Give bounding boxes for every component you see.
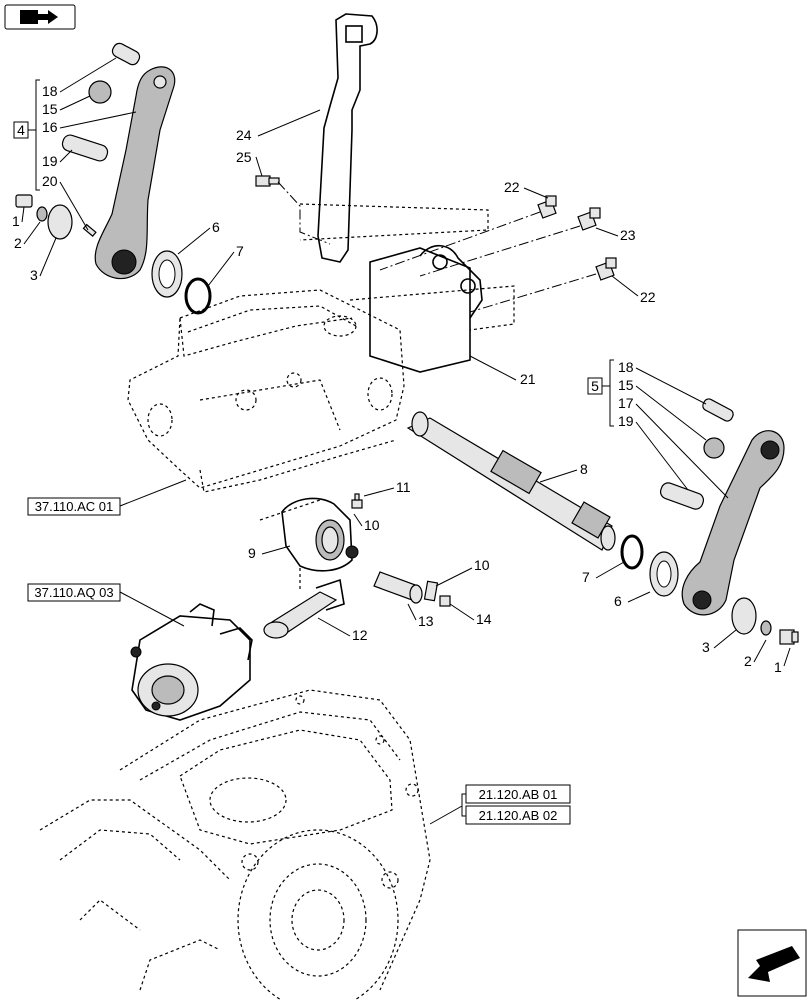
washer-2-right [760, 620, 772, 636]
callout-15-right: 15 [618, 377, 634, 393]
washer-3-right [731, 597, 757, 635]
callout-8: 8 [580, 461, 588, 477]
bolt-1-right [779, 629, 799, 645]
callout-1-right: 1 [774, 659, 782, 675]
left-lift-arm-group [15, 42, 212, 315]
rear-axle-housing [39, 689, 431, 1000]
bolt-14 [439, 595, 451, 607]
callout-24: 24 [236, 127, 252, 143]
group-label-5: 5 [591, 378, 599, 394]
callout-17: 17 [618, 395, 634, 411]
reference-box-37-110-aq-03[interactable]: 37.110.AQ 03 [27, 583, 121, 602]
bolt-22-bottom [595, 257, 617, 281]
cylinder-9 [259, 497, 359, 590]
reference-21-120-ab-02: 21.120.AB 02 [479, 808, 558, 823]
callout-22-top: 22 [504, 179, 520, 195]
callout-1-left: 1 [12, 213, 20, 229]
callout-25: 25 [236, 149, 252, 165]
oring-7-right [620, 534, 644, 570]
bracket-21: 21 [299, 203, 536, 387]
arm-bore-left [111, 249, 137, 275]
callout-22-bottom: 22 [640, 289, 656, 305]
lift-housing [127, 289, 405, 493]
washer-2-left [36, 206, 48, 222]
bolt-22-top [537, 195, 557, 219]
bolt-23 [577, 207, 601, 231]
bolt-25 [255, 175, 280, 187]
callout-7-right: 7 [582, 569, 590, 585]
ball-15-left [88, 80, 112, 104]
group-box-5 [587, 377, 603, 395]
reference-37-110-ac-01: 37.110.AC 01 [35, 499, 114, 514]
oring-7-left [184, 277, 212, 315]
hydraulic-pump [130, 603, 253, 721]
callout-18-right: 18 [618, 359, 634, 375]
callout-6-right: 6 [614, 593, 622, 609]
next-page-arrow-icon[interactable] [737, 929, 807, 997]
ball-15-right [703, 437, 725, 459]
pin-19-left [61, 134, 109, 162]
right-lift-arm-group [659, 398, 799, 645]
lift-arm-16-left [94, 66, 176, 280]
washer-3-left [47, 204, 73, 240]
callout-12: 12 [352, 627, 368, 643]
callout-14: 14 [476, 611, 492, 627]
callout-2-left: 2 [14, 235, 22, 251]
group-bracket-4: 4 [13, 79, 40, 191]
connecting-rod-12 [263, 578, 345, 639]
lock-plate-10 [423, 580, 439, 602]
callout-6-left: 6 [212, 219, 220, 235]
reference-box-21-120-ab-01[interactable]: 21.120.AB 01 [465, 784, 571, 804]
reference-box-37-110-ac-01[interactable]: 37.110.AC 01 [27, 497, 121, 516]
group-label-4: 4 [17, 122, 25, 138]
callout-20: 20 [42, 173, 58, 189]
callout-21: 21 [520, 371, 536, 387]
reference-21-120-ab-01: 21.120.AB 01 [479, 787, 558, 802]
callout-3-left: 3 [30, 267, 38, 283]
callout-10-top: 10 [364, 517, 380, 533]
lift-arm-17-right [681, 430, 785, 616]
callout-23: 23 [620, 227, 636, 243]
pin-19-right [659, 482, 705, 510]
grease-nipple-11 [351, 493, 363, 509]
cross-shaft-8: 8 [406, 411, 616, 551]
book-arrow-icon[interactable] [4, 4, 76, 30]
pin-13 [373, 571, 423, 604]
callout-7-left: 7 [236, 243, 244, 259]
callout-9: 9 [248, 545, 256, 561]
callout-13: 13 [418, 613, 434, 629]
callout-18-left: 18 [42, 83, 58, 99]
reference-box-21-120-ab-02[interactable]: 21.120.AB 02 [465, 805, 571, 825]
callout-10-bottom: 10 [474, 557, 490, 573]
callout-16: 16 [42, 119, 58, 135]
callout-11: 11 [396, 479, 411, 495]
group-box-4 [13, 121, 29, 139]
callout-3-right: 3 [702, 639, 710, 655]
callout-15-left: 15 [42, 101, 58, 117]
pin-18-left [111, 42, 141, 66]
callout-19-right: 19 [618, 413, 634, 429]
reference-37-110-aq-03: 37.110.AQ 03 [34, 585, 113, 600]
callout-2-right: 2 [744, 653, 752, 669]
bolt-1-left [15, 194, 33, 208]
control-lever-24: 24 25 [236, 13, 378, 263]
group-bracket-5: 5 [587, 359, 614, 427]
callout-19-left: 19 [42, 153, 58, 169]
pin-18-right [702, 398, 734, 422]
